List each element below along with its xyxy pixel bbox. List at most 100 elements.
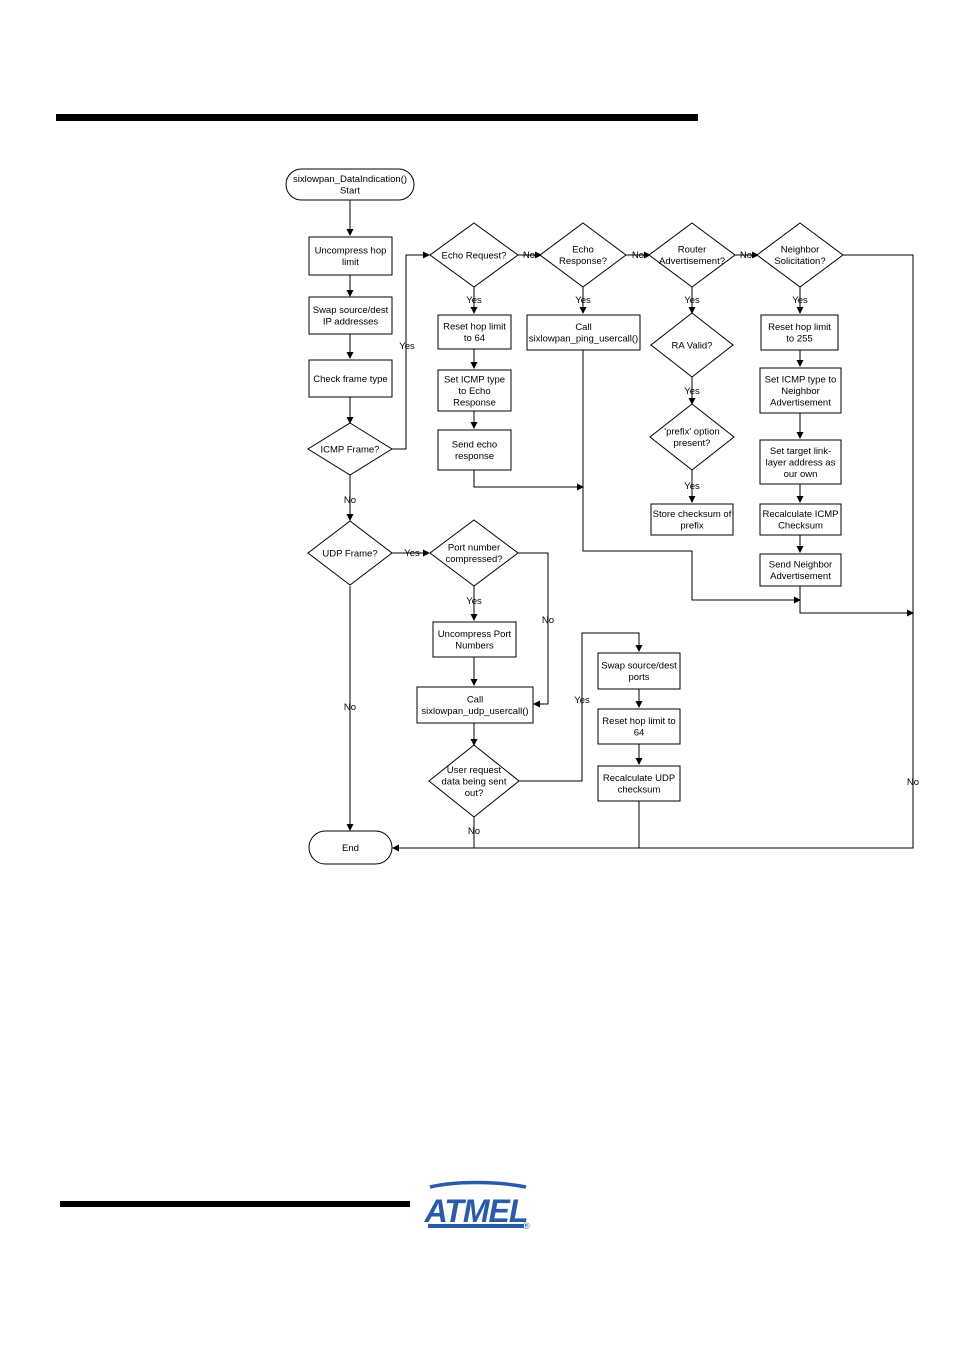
send-echo-text: Send echo [452,440,497,451]
edge-label-no: No [542,615,554,626]
recalc-icmp-text: Recalculate ICMP [762,509,838,520]
edge-label-no: No [468,826,480,837]
echo-request-text: Echo Request? [442,250,507,261]
reset-hop-64-udp-text: 64 [634,728,645,739]
store-checksum-text: Store checksum of [653,509,732,520]
process-box [759,553,842,587]
process-box [437,369,512,412]
decision-diamond [429,222,519,288]
router-adv-text: Advertisement? [659,256,725,267]
send-na-text: Send Neighbor [769,560,832,571]
send-na-text: Advertisement [770,571,831,582]
connector [799,586,914,617]
swap-ports-text: Swap source/dest [601,661,677,672]
process-box [597,652,681,690]
swap-ip-text: IP addresses [323,317,379,328]
call-ping-text: Call [575,322,591,333]
port-compressed-text: compressed? [445,554,502,565]
neighbor-sol-text: Solicitation? [774,256,825,267]
connector [473,470,584,491]
process-box [759,503,842,536]
process-box [308,359,393,398]
registered-mark: ® [523,1221,530,1231]
set-target-text: Set target link- [770,446,831,457]
process-box [597,708,681,745]
decision-diamond [539,222,627,288]
udp-frame-decision: UDP Frame? [307,520,393,586]
swap-ip-text: Swap source/dest [313,305,389,316]
edge-label-yes: Yes [466,295,482,306]
edge-label-no: No [740,250,752,261]
decision-diamond [307,520,393,586]
edge-label-yes: Yes [399,341,415,352]
connector [518,552,549,708]
ra-valid-text: RA Valid? [671,340,712,351]
set-icmp-echo-text: to Echo [458,386,490,397]
decision-diamond [650,312,734,378]
set-icmp-na-text: Set ICMP type to [765,374,837,385]
connector [392,254,914,852]
process-box [597,765,681,802]
decision-diamond [307,422,393,476]
decision-diamond [649,403,735,471]
decision-diamond [648,222,736,288]
recalc-icmp-text: Checksum [778,521,823,532]
prefix-option-text: 'prefix' option [664,427,719,438]
process-box [308,236,393,276]
nodes: sixlowpan_DataIndication()StartEndUncomp… [285,168,844,865]
connector [519,632,643,782]
user-request-text: out? [465,788,484,799]
decision-diamond [756,222,844,288]
terminator-shape [285,168,415,201]
call-ping-text: sixlowpan_ping_usercall() [529,334,638,345]
atmel-logo-wordmark: ATMEL [424,1193,528,1229]
udp-frame-text: UDP Frame? [322,548,377,559]
set-icmp-na-text: Neighbor [781,386,820,397]
connector [392,251,430,450]
reset-hop-255-text: Reset hop limit [768,322,831,333]
call-udp-text: sixlowpan_udp_usercall() [421,706,528,717]
reset-hop-64-udp-text: Reset hop limit to [602,716,675,727]
process-box [526,314,641,351]
edge-label-yes: Yes [574,695,590,706]
process-box [437,314,512,350]
edge-label-yes: Yes [684,295,700,306]
edge-label-yes: Yes [404,548,420,559]
icmp-frame-text: ICMP Frame? [321,444,380,455]
process-box [432,621,517,658]
check-frame-text: Check frame type [313,374,387,385]
edge-label-no: No [907,777,919,788]
swap-ports-text: ports [628,672,649,683]
edge-label-yes: Yes [684,481,700,492]
end-terminator-text: End [342,843,359,854]
uncompress-hop-text: Uncompress hop [315,246,387,257]
process-box [650,503,734,536]
process-box [760,314,839,351]
edge-label-yes: Yes [684,386,700,397]
set-icmp-echo-text: Set ICMP type [444,374,505,385]
send-echo-text: response [455,451,494,462]
decision-diamond [429,519,519,587]
uncompress-port-text: Numbers [455,641,494,652]
edge-label-no: No [632,250,644,261]
connectors [346,200,914,852]
header-rule [56,114,698,121]
process-box [437,429,512,471]
router-adv-text: Router [678,245,707,256]
